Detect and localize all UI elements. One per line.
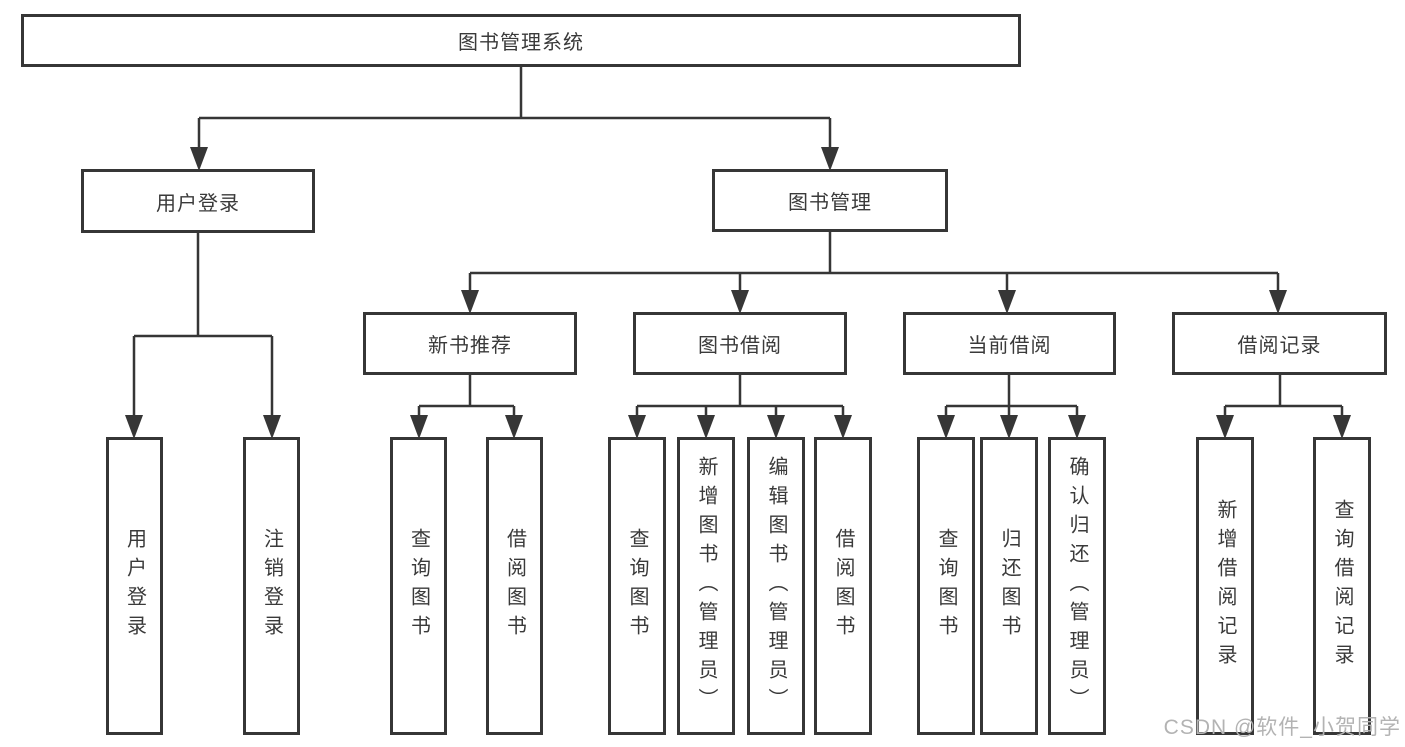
leaf-logout-label: 注销登录 xyxy=(260,528,283,644)
leaf-query-borrow-record-label: 查询借阅记录 xyxy=(1331,499,1353,673)
leaf-query-books-borrow: 查询图书 xyxy=(608,437,666,735)
node-current-borrow-label: 当前借阅 xyxy=(967,335,1052,357)
leaf-add-borrow-record: 新增借阅记录 xyxy=(1196,437,1254,735)
node-book-borrow-label: 图书借阅 xyxy=(698,335,782,357)
arrowhead-down-icon xyxy=(190,147,208,171)
arrowhead-down-icon xyxy=(125,415,143,439)
connector-book-management-to-level3 xyxy=(468,232,1280,308)
node-book-management-label: 图书管理 xyxy=(788,192,872,214)
connector-current-borrow-group xyxy=(944,375,1079,433)
node-current-borrow: 当前借阅 xyxy=(903,312,1116,375)
arrowhead-down-icon xyxy=(998,290,1016,314)
connector-root-to-level2 xyxy=(197,67,832,165)
arrowhead-down-icon xyxy=(1333,415,1351,439)
arrowhead-down-icon xyxy=(834,415,852,439)
connector-user-login-group xyxy=(132,233,274,433)
connector-new-book-group xyxy=(417,375,516,433)
node-library-system: 图书管理系统 xyxy=(21,14,1021,67)
node-borrow-records: 借阅记录 xyxy=(1172,312,1387,375)
leaf-add-book-admin-label: 新增图书（管理员） xyxy=(695,455,717,717)
leaf-add-book-admin: 新增图书（管理员） xyxy=(677,437,735,735)
arrowhead-down-icon xyxy=(1000,415,1018,439)
arrowhead-down-icon xyxy=(1269,290,1287,314)
leaf-query-books-current-label: 查询图书 xyxy=(935,528,957,644)
leaf-logout: 注销登录 xyxy=(243,437,300,735)
leaf-query-books-recommend-label: 查询图书 xyxy=(407,528,430,644)
arrowhead-down-icon xyxy=(410,415,428,439)
arrowhead-down-icon xyxy=(821,147,839,171)
arrowhead-down-icon xyxy=(697,415,715,439)
arrowhead-down-icon xyxy=(461,290,479,314)
node-user-login: 用户登录 xyxy=(81,169,315,233)
leaf-confirm-return-admin-label: 确认归还（管理员） xyxy=(1066,455,1088,717)
node-borrow-records-label: 借阅记录 xyxy=(1237,335,1322,357)
node-new-book-recommend-label: 新书推荐 xyxy=(428,335,512,357)
arrowhead-down-icon xyxy=(505,415,523,439)
csdn-watermark: CSDN @软件_小贺同学 xyxy=(1163,716,1401,739)
node-book-management: 图书管理 xyxy=(712,169,948,232)
leaf-user-login: 用户登录 xyxy=(106,437,163,735)
arrowhead-down-icon xyxy=(937,415,955,439)
arrowhead-down-icon xyxy=(628,415,646,439)
connector-borrow-record-group xyxy=(1223,375,1344,433)
arrowhead-down-icon xyxy=(767,415,785,439)
arrowhead-down-icon xyxy=(1068,415,1086,439)
leaf-return-book-label: 归还图书 xyxy=(998,528,1020,644)
leaf-add-borrow-record-label: 新增借阅记录 xyxy=(1214,499,1236,673)
arrowhead-down-icon xyxy=(731,290,749,314)
arrowhead-down-icon xyxy=(263,415,281,439)
leaf-confirm-return-admin: 确认归还（管理员） xyxy=(1048,437,1106,735)
leaf-borrow-books-2: 借阅图书 xyxy=(814,437,872,735)
leaf-query-books-current: 查询图书 xyxy=(917,437,975,735)
node-new-book-recommend: 新书推荐 xyxy=(363,312,577,375)
leaf-user-login-label: 用户登录 xyxy=(123,528,146,644)
leaf-borrow-books-recommend-label: 借阅图书 xyxy=(503,528,526,644)
leaf-borrow-books-2-label: 借阅图书 xyxy=(832,528,854,644)
leaf-query-borrow-record: 查询借阅记录 xyxy=(1313,437,1371,735)
node-book-borrow: 图书借阅 xyxy=(633,312,847,375)
leaf-query-books-recommend: 查询图书 xyxy=(390,437,447,735)
arrowhead-down-icon xyxy=(1216,415,1234,439)
leaf-edit-book-admin: 编辑图书（管理员） xyxy=(747,437,805,735)
leaf-return-book: 归还图书 xyxy=(980,437,1038,735)
leaf-borrow-books-recommend: 借阅图书 xyxy=(486,437,543,735)
node-user-login-label: 用户登录 xyxy=(156,192,240,215)
connector-book-borrow-group xyxy=(635,375,845,433)
leaf-edit-book-admin-label: 编辑图书（管理员） xyxy=(765,455,787,717)
leaf-query-books-borrow-label: 查询图书 xyxy=(626,528,648,644)
node-library-system-label: 图书管理系统 xyxy=(458,32,584,54)
